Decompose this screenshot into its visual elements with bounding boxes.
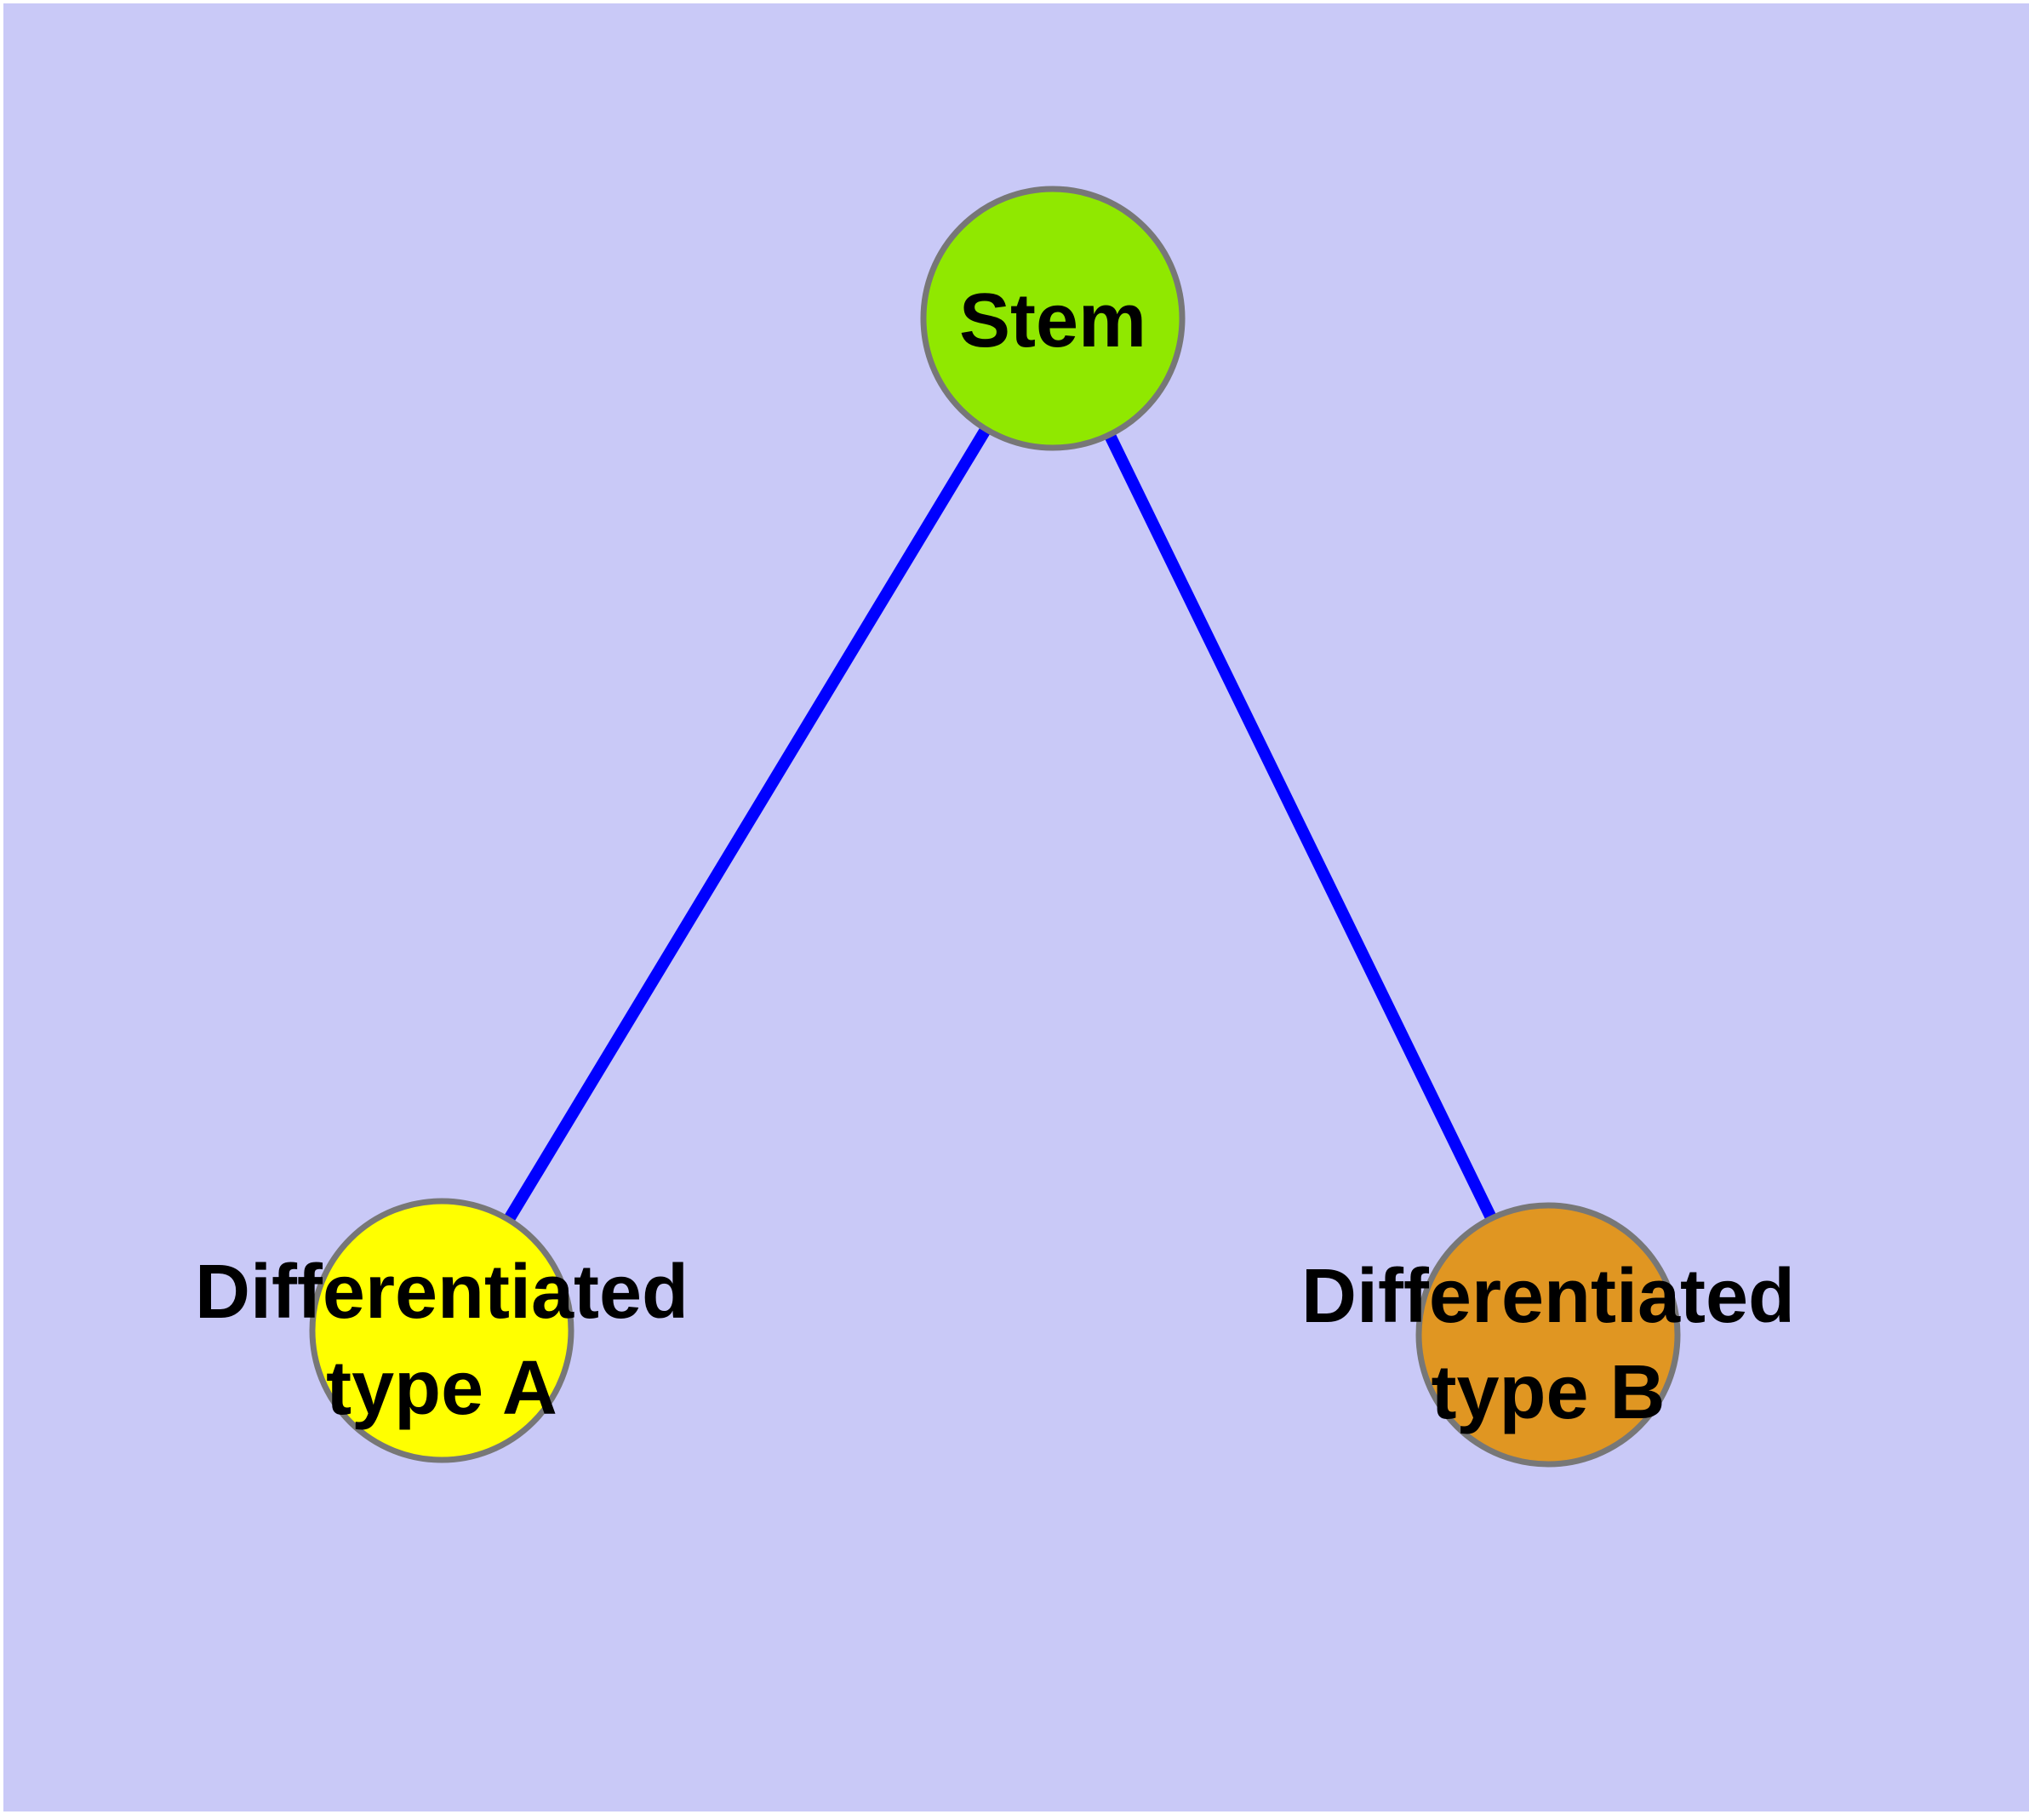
edge-stem-to-type-b [1047, 315, 1554, 1338]
type-b-node-label-line1: Differentiated [1301, 1254, 1795, 1339]
node-type-a: Differentiated type A [195, 1198, 689, 1463]
type-a-node-label-line2: type A [326, 1346, 557, 1431]
node-stem: Stem [920, 186, 1186, 451]
type-b-node-circle [1415, 1202, 1681, 1468]
type-b-node-label-line2: type B [1431, 1350, 1665, 1435]
node-type-b: Differentiated type B [1301, 1202, 1795, 1468]
type-a-node-circle [309, 1198, 574, 1463]
stem-node-label: Stem [959, 278, 1146, 363]
edge-stem-to-type-a [437, 315, 1058, 1334]
type-a-node-label-line1: Differentiated [195, 1250, 689, 1335]
stem-node-circle [920, 186, 1186, 451]
